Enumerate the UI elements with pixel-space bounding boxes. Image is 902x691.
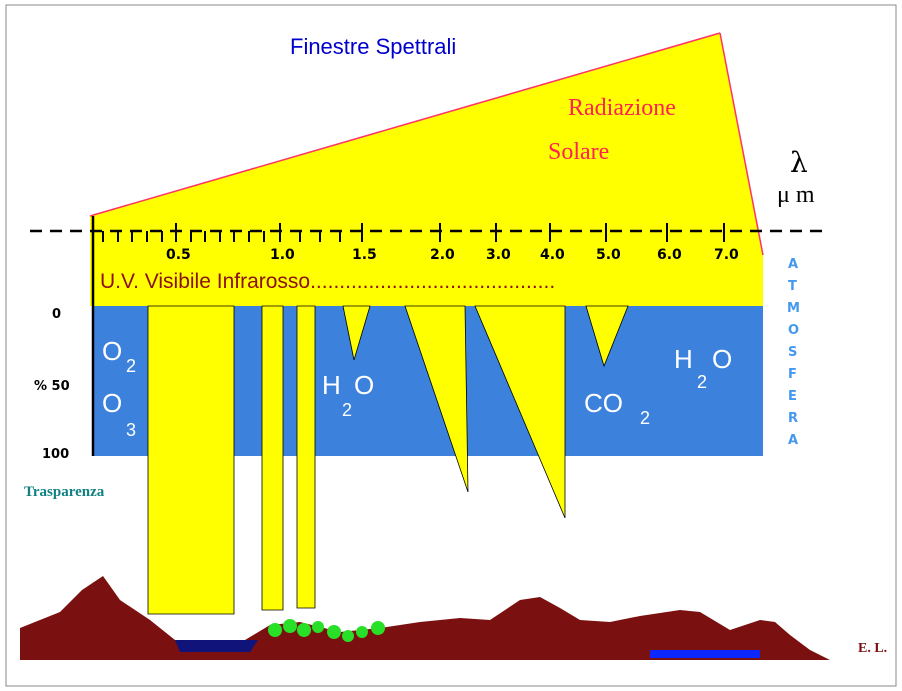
svg-text:2: 2 xyxy=(640,408,650,428)
lake xyxy=(650,650,760,658)
absorber-co2: CO 2 xyxy=(584,388,650,428)
percent-fifty: % 50 xyxy=(34,379,70,394)
percent-hundred: 100 xyxy=(42,447,69,462)
atmosphere-vertical-label: A T M O S F E R A xyxy=(787,257,800,448)
landscape xyxy=(20,576,830,660)
absorber-o2: O 2 xyxy=(102,336,136,376)
radiation-label-line2: Solare xyxy=(548,139,609,165)
svg-text:O: O xyxy=(788,323,799,338)
wavelength-tick-labels: 0.5 1.0 1.5 2.0 3.0 4.0 5.0 6.0 7.0 xyxy=(166,247,739,263)
author-signature: E. L. xyxy=(858,641,887,656)
radiation-top-edge xyxy=(89,32,721,217)
svg-text:2: 2 xyxy=(697,372,707,392)
svg-text:H: H xyxy=(322,370,341,400)
lambda-symbol: λ xyxy=(790,146,808,179)
window-1-5um xyxy=(342,305,371,361)
tick-label: 7.0 xyxy=(714,247,739,263)
window-2-5um xyxy=(404,305,469,493)
svg-text:2: 2 xyxy=(342,400,352,420)
svg-text:M: M xyxy=(787,301,800,316)
tick-label: 5.0 xyxy=(596,247,621,263)
absorber-o3: O 3 xyxy=(102,388,136,440)
ground xyxy=(20,576,830,660)
svg-text:3: 3 xyxy=(126,420,136,440)
svg-text:CO: CO xyxy=(584,388,623,418)
transparency-label: Trasparenza xyxy=(24,484,105,500)
svg-text:O: O xyxy=(102,336,122,366)
tick-label: 6.0 xyxy=(657,247,682,263)
tick-label: 0.5 xyxy=(166,247,191,263)
trees xyxy=(268,619,385,642)
window-near-ir-2 xyxy=(296,305,316,609)
svg-text:F: F xyxy=(788,367,797,382)
unit-label: μ m xyxy=(777,182,815,208)
absorber-h2o-right: H 2 O xyxy=(674,344,732,392)
spectral-bands-label: U.V. Visibile Infrarosso................… xyxy=(100,270,555,293)
svg-text:T: T xyxy=(788,279,797,294)
svg-text:2: 2 xyxy=(126,356,136,376)
window-5um xyxy=(585,305,629,368)
diagram-title: Finestre Spettrali xyxy=(290,34,456,59)
svg-text:A: A xyxy=(788,257,798,272)
window-near-ir-1 xyxy=(261,305,284,611)
svg-text:A: A xyxy=(788,433,798,448)
svg-text:O: O xyxy=(712,344,732,374)
window-uv-visible xyxy=(147,305,235,615)
solar-radiation-wedge xyxy=(90,33,763,306)
tick-label: 3.0 xyxy=(486,247,511,263)
percent-zero: 0 xyxy=(52,307,61,322)
absorber-h2o-left: H 2 O xyxy=(322,370,374,420)
tick-label: 1.0 xyxy=(270,247,295,263)
water-pool xyxy=(175,640,258,652)
tick-label: 2.0 xyxy=(430,247,455,263)
tick-label: 1.5 xyxy=(352,247,377,263)
svg-text:O: O xyxy=(354,370,374,400)
radiation-label-line1: Radiazione xyxy=(568,95,676,121)
window-3-4um xyxy=(474,305,566,519)
svg-text:O: O xyxy=(102,388,122,418)
svg-text:H: H xyxy=(674,344,693,374)
svg-text:S: S xyxy=(788,345,797,360)
svg-text:R: R xyxy=(788,411,798,426)
svg-text:E: E xyxy=(788,389,797,404)
tick-label: 4.0 xyxy=(540,247,565,263)
radiation-right-edge xyxy=(719,32,764,256)
transmission-windows xyxy=(147,305,629,615)
axis-minor-ticks xyxy=(102,223,725,242)
